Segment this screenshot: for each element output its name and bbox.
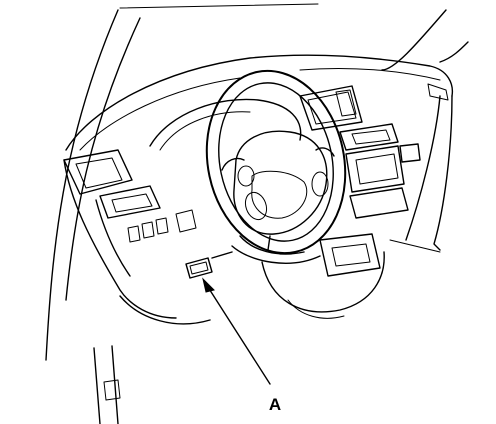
- callout-label-a: A: [269, 395, 281, 414]
- steering-wheel: [205, 69, 347, 255]
- instrument-cluster-hood: [149, 98, 302, 151]
- kick-panel: [93, 295, 211, 424]
- lower-console: [261, 233, 385, 319]
- dashboard-top: [65, 54, 454, 151]
- steering-column: [231, 235, 321, 264]
- center-stack: [299, 85, 421, 219]
- diagnostic-connector: [185, 251, 233, 279]
- windshield-pillar: [45, 3, 469, 361]
- left-lower-panel: [63, 159, 197, 319]
- left-vent: [63, 149, 161, 219]
- right-side-panel: [389, 95, 453, 253]
- callout-leader: [202, 277, 271, 385]
